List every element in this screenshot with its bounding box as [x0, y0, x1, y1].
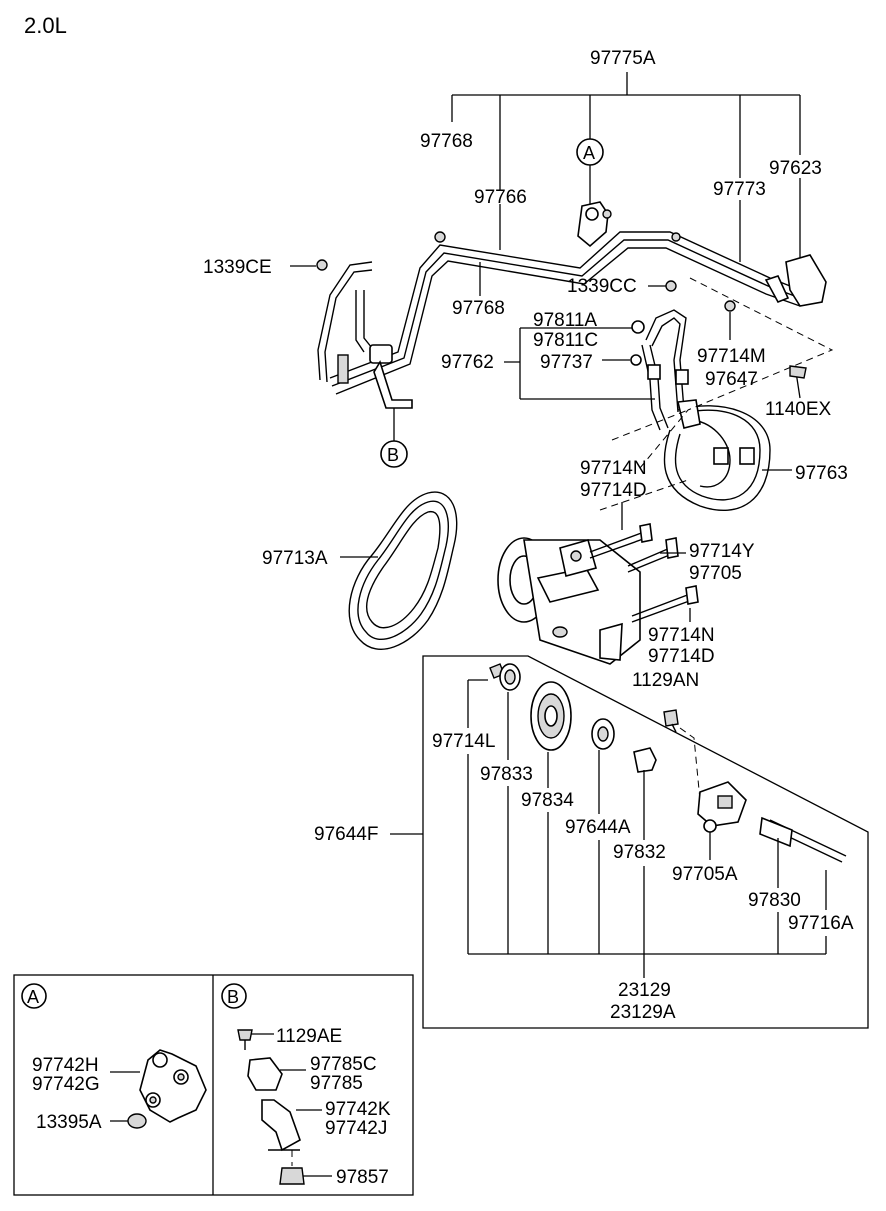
label-97644F: 97644F [314, 824, 378, 845]
label-97644A: 97644A [565, 817, 631, 838]
label-1129AE: 1129AE [276, 1026, 342, 1047]
label-13395A: 13395A [36, 1112, 102, 1133]
label-23129: 23129 [618, 980, 671, 1001]
label-97811A: 97811A [533, 310, 597, 331]
engine-variant-label: 2.0L [24, 13, 67, 38]
label-97785: 97785 [310, 1073, 363, 1094]
label-97714N-lower: 97714N [648, 625, 715, 646]
label-97768-top: 97768 [420, 131, 473, 152]
label-97832: 97832 [613, 842, 666, 863]
callout-b-letter: B [387, 445, 399, 465]
label-97833: 97833 [480, 764, 533, 785]
label-97713A: 97713A [262, 548, 328, 569]
label-97763: 97763 [795, 463, 848, 484]
detail-b: B 1129AE 97785C 97785 97742K 97742J 9785… [221, 983, 391, 1188]
label-97830: 97830 [748, 890, 801, 911]
label-97737: 97737 [540, 352, 593, 373]
label-23129A: 23129A [610, 1002, 676, 1023]
label-97775A: 97775A [590, 48, 656, 69]
compressor [497, 537, 641, 665]
label-97742G: 97742G [32, 1074, 100, 1095]
refrigerant-lines [316, 201, 827, 409]
callout-b-marker: B [380, 408, 408, 468]
label-97762: 97762 [441, 352, 494, 373]
label-97766: 97766 [474, 187, 527, 208]
detail-boxes [13, 974, 414, 1196]
clutch-parts [489, 663, 847, 863]
label-97785C: 97785C [310, 1054, 377, 1075]
label-97714N-upper: 97714N [580, 458, 647, 479]
label-1339CC: 1339CC [567, 276, 637, 297]
label-97714Y: 97714Y [689, 541, 755, 562]
label-97742J: 97742J [325, 1118, 387, 1139]
assembly-bracket: 97775A [451, 48, 801, 190]
detail-a-letter: A [27, 987, 39, 1007]
drive-belt [348, 491, 458, 650]
label-97716A: 97716A [788, 913, 854, 934]
compressor-bolts [589, 523, 699, 623]
label-1140EX: 1140EX [765, 399, 832, 420]
label-97714D-lower: 97714D [648, 646, 715, 667]
label-97623: 97623 [769, 158, 822, 179]
label-1339CE: 1339CE [203, 257, 272, 278]
label-97811C: 97811C [533, 330, 598, 351]
label-97705A: 97705A [672, 864, 738, 885]
label-97742K: 97742K [325, 1099, 391, 1120]
callout-a-marker: A [576, 138, 604, 205]
label-97834: 97834 [521, 790, 574, 811]
detail-a: A 97742H 97742G 13395A [21, 983, 207, 1133]
detail-b-letter: B [227, 987, 239, 1007]
label-97647: 97647 [705, 369, 758, 390]
clutch-assembly-box: 97644F [314, 655, 869, 1029]
callout-a-letter: A [583, 143, 595, 163]
label-97768-low: 97768 [452, 298, 505, 319]
label-97714M: 97714M [697, 346, 766, 367]
label-97714L: 97714L [432, 731, 495, 752]
compressor-hoses [641, 309, 771, 511]
label-97742H: 97742H [32, 1055, 99, 1076]
label-97773: 97773 [713, 179, 766, 200]
label-1129AN: 1129AN [632, 670, 699, 691]
label-97857: 97857 [336, 1167, 389, 1188]
label-97714D-upper: 97714D [580, 480, 647, 501]
label-97705: 97705 [689, 563, 742, 584]
